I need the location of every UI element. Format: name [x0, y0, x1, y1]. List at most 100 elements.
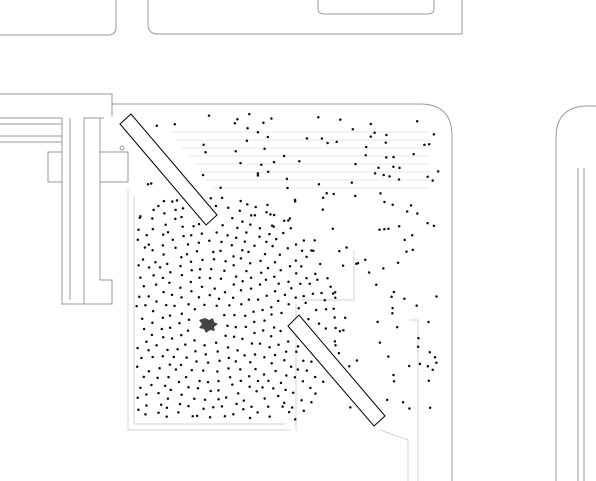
dot [342, 329, 345, 332]
dot [140, 356, 143, 360]
dot [273, 275, 276, 278]
dot [269, 334, 273, 338]
dot [239, 379, 243, 383]
dot [369, 122, 373, 126]
dot [223, 313, 226, 317]
dot [212, 406, 215, 409]
dot [230, 243, 234, 247]
dot [149, 182, 153, 185]
dot [226, 206, 230, 209]
dot [174, 208, 177, 212]
dot [155, 300, 158, 303]
dot [309, 386, 312, 390]
dot [317, 182, 321, 186]
dot [321, 196, 325, 199]
dot [323, 298, 327, 302]
dot [198, 267, 202, 271]
dot [161, 336, 165, 339]
dot [239, 161, 242, 165]
dot [329, 285, 332, 288]
dot [150, 383, 153, 387]
dot [364, 145, 368, 149]
dot [147, 243, 151, 246]
dot [227, 356, 231, 360]
dot [249, 361, 252, 364]
dot [301, 380, 305, 383]
dot [286, 246, 290, 250]
dot [245, 139, 249, 142]
dot [285, 177, 289, 181]
dot [217, 398, 220, 401]
dot [157, 204, 160, 208]
dot [154, 283, 158, 286]
dot [247, 250, 250, 254]
dot [182, 234, 185, 238]
dot [311, 292, 315, 296]
dot-field [135, 112, 440, 421]
dot [253, 244, 256, 247]
dot [249, 287, 253, 290]
dot [197, 222, 201, 226]
dot [174, 217, 177, 221]
dot [217, 297, 221, 301]
dot [209, 267, 213, 271]
dot [387, 227, 390, 230]
bench-upper [119, 113, 218, 226]
dot [236, 226, 239, 230]
dot [139, 386, 142, 389]
dot [313, 239, 316, 242]
dot [166, 348, 169, 352]
dot [331, 292, 335, 295]
dot [256, 411, 259, 414]
dot [300, 399, 303, 402]
dot [263, 355, 266, 359]
dot [180, 393, 183, 396]
dot [378, 228, 381, 231]
dot [249, 214, 253, 217]
dot [397, 178, 401, 181]
dot [376, 320, 379, 324]
dot [227, 367, 230, 370]
dot [139, 276, 142, 279]
dot [152, 208, 155, 212]
dot [179, 363, 183, 367]
dot [385, 156, 388, 159]
dot [300, 249, 304, 252]
dot [317, 116, 320, 119]
dot [220, 196, 224, 200]
top-street-curbs [0, 0, 463, 36]
dot [140, 317, 144, 321]
dot [198, 379, 201, 383]
dot [273, 353, 277, 357]
dot [164, 303, 168, 307]
dot [151, 248, 154, 252]
dot [313, 375, 317, 379]
dot [332, 307, 335, 310]
dot [223, 290, 227, 294]
dot [310, 360, 313, 363]
dot [192, 225, 195, 228]
dot [189, 260, 193, 263]
dot [241, 337, 244, 341]
dot [272, 213, 276, 217]
dot [415, 304, 418, 307]
dot [377, 166, 380, 169]
dot [215, 231, 218, 234]
dot [206, 380, 210, 384]
dot [151, 321, 154, 325]
dot [265, 294, 268, 297]
dot [142, 285, 146, 288]
dot [234, 236, 238, 239]
dot [272, 160, 276, 164]
dot [287, 410, 291, 414]
dot [145, 393, 148, 396]
dot [314, 272, 317, 276]
dot [216, 350, 219, 353]
dot [232, 335, 236, 338]
dot [180, 333, 183, 337]
dot [261, 329, 265, 332]
dot [287, 302, 290, 306]
dot [151, 227, 155, 231]
dot [242, 399, 246, 402]
dot [164, 223, 167, 226]
